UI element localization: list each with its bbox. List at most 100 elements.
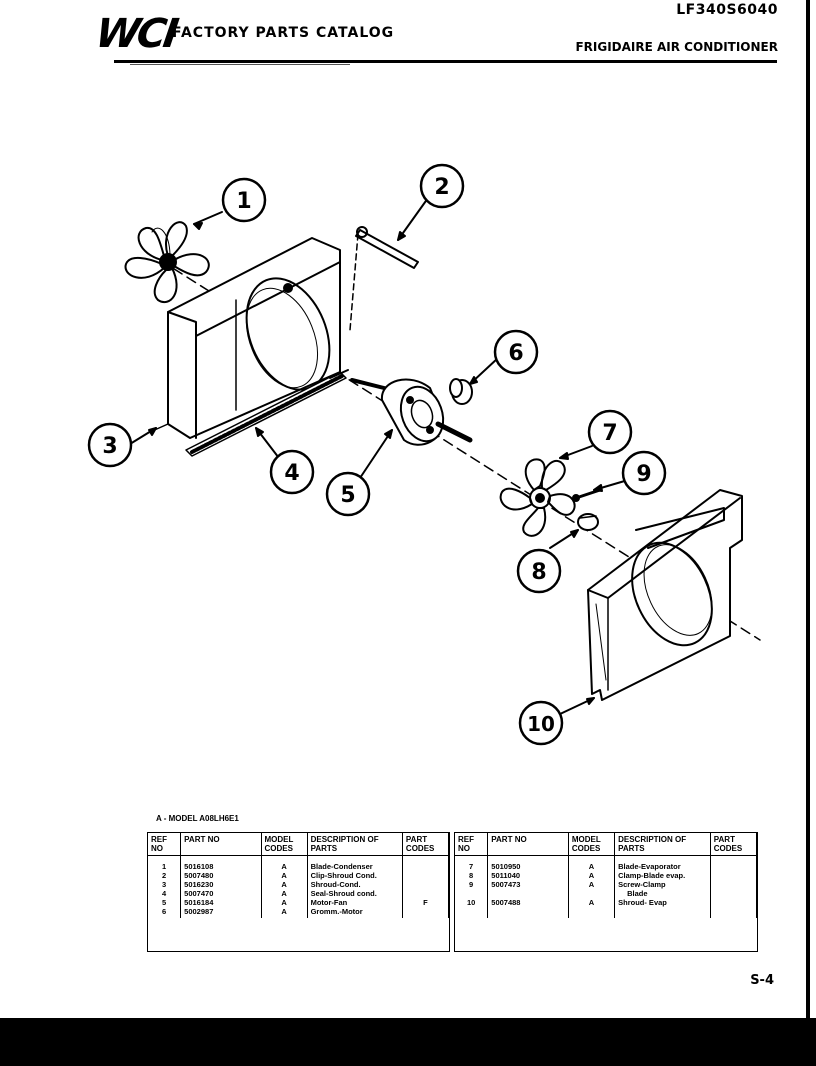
callout-4: 4 [284, 461, 299, 486]
table-cell-code [402, 871, 450, 880]
header-rule [114, 60, 777, 63]
leader-lines [129, 197, 629, 715]
callout-circle-4 [269, 449, 315, 495]
table-cell-desc: Seal-Shroud cond. [307, 889, 403, 898]
table-cell-model [568, 889, 616, 898]
table-cell-part: 5007480 [180, 871, 262, 880]
table-cell-ref: 1 [148, 855, 182, 871]
table-cell-model: A [568, 880, 616, 889]
table-cell-part: 5007470 [180, 889, 262, 898]
parts-table-left-outline [147, 832, 450, 952]
exploded-parts-diagram: 1 2 3 4 5 6 7 8 9 10 [87, 163, 761, 746]
header-part-no: PART NO [180, 833, 262, 856]
table-cell-part: 5007488 [487, 898, 569, 907]
table-cell-desc: Blade-Evaporator [614, 855, 711, 871]
table-cell-part: 5011040 [487, 871, 569, 880]
callout-circle-5 [325, 471, 371, 517]
callout-circle-1 [221, 177, 267, 223]
callout-8: 8 [531, 560, 546, 585]
table-cell-ref: 4 [148, 889, 182, 898]
table-cell-part [487, 907, 569, 918]
table-cell-model: A [568, 855, 616, 871]
parts-table-right: REF NO PART NO MODEL CODES DESCRIPTION O… [455, 833, 758, 918]
table-cell-desc: Gromm.-Motor [307, 907, 403, 918]
table-cell-desc: Clip-Shroud Cond. [307, 871, 403, 880]
header-description: DESCRIPTION OF PARTS [614, 833, 711, 856]
table-cell-code [710, 889, 758, 898]
condenser-shroud-part [149, 237, 341, 439]
table-cell-model: A [568, 898, 616, 907]
shroud-seal-part [185, 369, 349, 457]
table-cell-part [487, 889, 569, 898]
parts-table-right-outline [454, 832, 758, 952]
callout-3: 3 [102, 434, 117, 459]
leader-1 [193, 211, 223, 225]
table-cell-part: 5002987 [180, 907, 262, 918]
table-cell-part: 5016230 [180, 880, 262, 889]
header-model-codes: MODEL CODES [261, 833, 308, 856]
table-cell-desc [614, 907, 711, 918]
header-part-codes: PART CODES [710, 833, 758, 856]
table-cell-ref: 7 [455, 855, 489, 871]
callout-circle-7 [587, 409, 633, 455]
table-cell-desc: Clamp-Blade evap. [614, 871, 711, 880]
table-cell-ref: 10 [455, 898, 489, 907]
page-number: S-4 [750, 973, 774, 988]
table-cell-code [710, 855, 758, 871]
table-cell-model: A [261, 871, 308, 880]
fan-motor-part [350, 378, 473, 446]
header-model-codes: MODEL CODES [568, 833, 616, 856]
catalog-title: FACTORY PARTS CATALOG [172, 25, 395, 41]
table-cell-ref: 2 [148, 871, 182, 880]
table-cell-desc: Screw-Clamp [614, 880, 711, 889]
table-cell-ref: 9 [455, 880, 489, 889]
table-cell-part: 5016108 [180, 855, 262, 871]
table-cell-desc: Shroud- Evap [614, 898, 711, 907]
table-cell-model [568, 907, 616, 918]
callout-2: 2 [434, 175, 449, 200]
callout-circle-8 [516, 548, 562, 594]
table-cell-part: 5016184 [180, 898, 262, 907]
table-cell-ref: 8 [455, 871, 489, 880]
table-cell-code [402, 907, 450, 918]
table-cell-code [710, 898, 758, 907]
leader-5 [359, 429, 393, 479]
table-cell-code: F [402, 898, 450, 907]
blade-clamp-part [577, 513, 599, 531]
table-cell-code [402, 880, 450, 889]
motor-grommet-part [449, 378, 473, 405]
callout-6: 6 [508, 341, 523, 366]
table-cell-ref: 5 [148, 898, 182, 907]
table-cell-code [710, 880, 758, 889]
table-cell-model: A [261, 855, 308, 871]
model-number: LF340S6040 [676, 2, 778, 18]
table-cell-ref: 3 [148, 880, 182, 889]
callout-circle-6 [493, 329, 539, 375]
evaporator-shroud-part [587, 489, 743, 701]
leader-2 [397, 197, 429, 241]
table-row: Blade [455, 889, 758, 898]
table-cell-ref [455, 889, 489, 898]
clamp-screw-part [572, 488, 602, 502]
table-cell-model: A [261, 889, 308, 898]
table-cell-desc: Blade [614, 889, 711, 898]
table-cell-part: 5010950 [487, 855, 569, 871]
header-rule-shadow [130, 64, 350, 65]
table-cell-model: A [261, 880, 308, 889]
table-cell-code [402, 855, 450, 871]
header-ref-no: REF NO [148, 833, 182, 856]
table-cell-ref [455, 907, 489, 918]
header-part-codes: PART CODES [402, 833, 450, 856]
callout-10: 10 [527, 712, 555, 736]
table-row [455, 907, 758, 918]
parts-table-left: REF NO PART NO MODEL CODES DESCRIPTION O… [148, 833, 450, 918]
evaporator-blade-part [499, 458, 576, 537]
callout-circle-9 [621, 450, 667, 496]
callout-circle-10 [518, 700, 564, 746]
